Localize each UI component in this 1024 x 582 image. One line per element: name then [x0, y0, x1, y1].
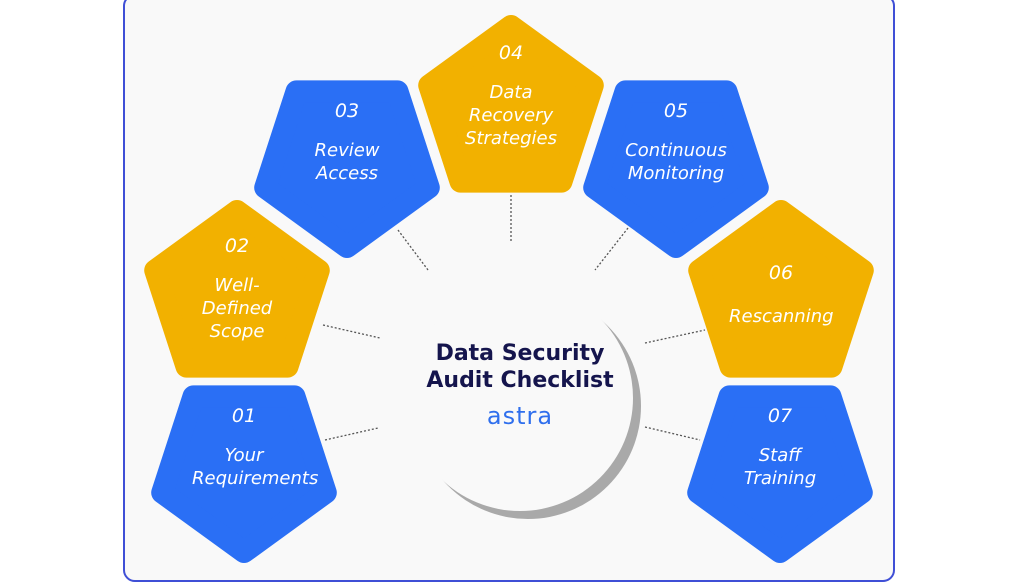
step-label: Rescanning — [729, 306, 834, 327]
step-03-pentagon — [254, 80, 440, 258]
brand-logo: astra — [486, 402, 554, 430]
step-number: 04 — [498, 42, 524, 64]
step-number: 02 — [224, 235, 250, 257]
step-label: Data Recovery Strategies — [465, 82, 557, 149]
step-06-pentagon — [688, 200, 874, 378]
center-hub: Data Security Audit Checklist astra — [410, 340, 630, 430]
step-number: 05 — [663, 100, 689, 122]
step-01-pentagon — [151, 385, 337, 563]
step-label: Your Requirements — [192, 445, 319, 489]
connector-line-07 — [644, 426, 701, 441]
step-number: 07 — [767, 405, 793, 427]
step-05-pentagon — [583, 80, 769, 258]
step-label: Review Access — [314, 140, 380, 184]
step-number: 06 — [768, 262, 794, 284]
connector-line-01 — [324, 427, 379, 441]
step-07-pentagon — [687, 385, 873, 563]
step-number: 03 — [334, 100, 360, 122]
step-label: Continuous Monitoring — [625, 140, 727, 184]
connector-line-03 — [397, 229, 429, 271]
step-02-pentagon — [144, 200, 330, 378]
diagram-title: Data Security Audit Checklist — [426, 341, 614, 393]
step-label: Well-Defined Scope — [201, 275, 273, 342]
connector-line-02 — [322, 324, 381, 339]
step-number: 01 — [231, 405, 257, 427]
step-04-pentagon — [418, 15, 604, 193]
connector-line-05 — [594, 227, 629, 271]
connector-line-06 — [644, 329, 706, 344]
center-circle — [407, 285, 633, 511]
step-label: Staff Training — [743, 445, 817, 489]
connectors — [322, 195, 706, 441]
